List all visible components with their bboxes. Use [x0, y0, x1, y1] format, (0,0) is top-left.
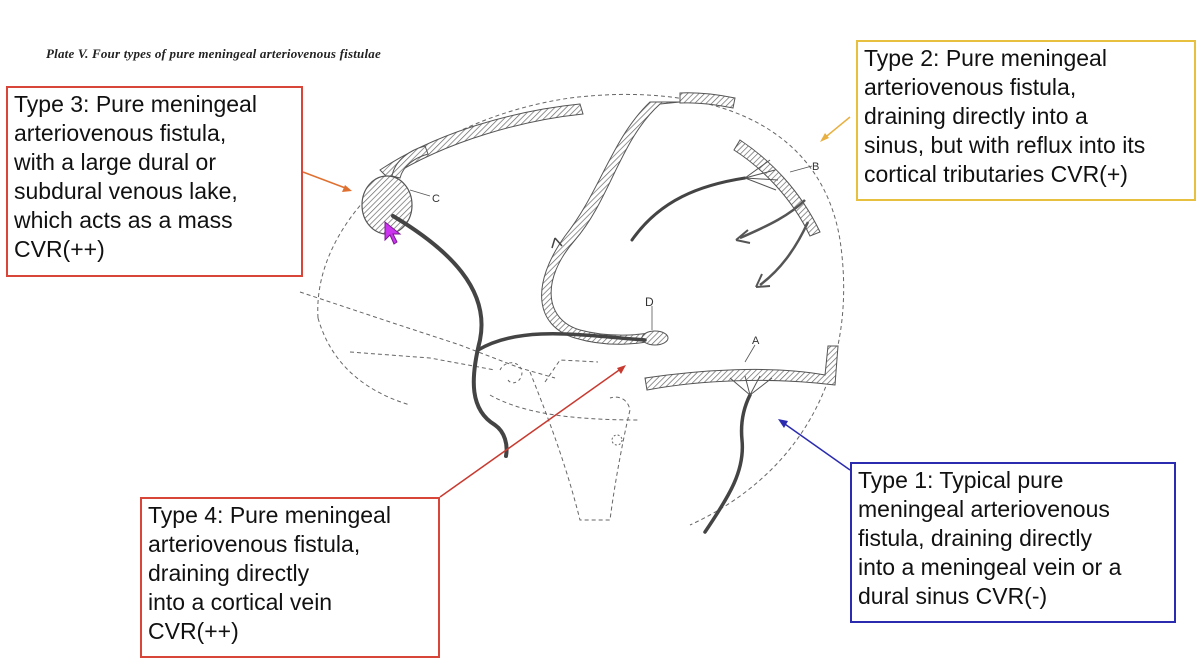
- type3-text-line: subdural venous lake,: [14, 178, 238, 204]
- type3-text-line: CVR(++): [14, 236, 105, 262]
- type4-text-line: Type 4: Pure meningeal: [148, 502, 391, 528]
- type1-text-line: into a meningeal vein or a: [858, 554, 1122, 580]
- type2-text-line: Type 2: Pure meningeal: [864, 45, 1107, 71]
- base-line: [349, 351, 496, 371]
- reflux-arrow-1: [739, 199, 806, 240]
- label-c: C: [432, 193, 440, 205]
- type1-description-box: Type 1: Typical pure meningeal arterioven…: [850, 462, 1176, 623]
- small-circle: [611, 434, 623, 446]
- artery-type2: [630, 176, 747, 242]
- label-b: B: [812, 161, 819, 173]
- superior-sinus: [379, 103, 584, 179]
- type4-text-line: CVR(++): [148, 618, 239, 644]
- skull-outline: [317, 93, 845, 526]
- reflux-arrow-2: [759, 221, 810, 286]
- type1-text-line: dural sinus CVR(-): [858, 583, 1048, 609]
- artery-type3: [391, 214, 509, 458]
- sinus-band-b: [733, 139, 821, 237]
- type1-text-line: Type 1: Typical pure: [858, 467, 1064, 493]
- artery-type1: [703, 393, 752, 534]
- type2-text-line: sinus, but with reflux into its: [864, 132, 1146, 158]
- lake-connector: [391, 145, 429, 179]
- type3-text-line: with a large dural or: [14, 149, 216, 175]
- hook-outline: [499, 362, 523, 384]
- leader-c: [409, 189, 431, 197]
- callout-arrow-type3: [302, 171, 352, 192]
- type3-description-box: Type 3: Pure meningeal arteriovenous fist…: [6, 86, 303, 277]
- type3-text-line: which acts as a mass: [14, 207, 233, 233]
- callout-arrow-type2: [820, 116, 851, 142]
- type3-text-line: arteriovenous fistula,: [14, 120, 227, 146]
- reflux-arrow-2-head: [755, 273, 771, 288]
- vein-arrow: [551, 237, 563, 249]
- skull-base-outline: [317, 317, 411, 406]
- feeders-b: [744, 159, 779, 191]
- feeders-a: [729, 375, 773, 396]
- leader-a: [744, 344, 756, 363]
- fistula-d: [641, 330, 669, 346]
- type4-text-line: into a cortical vein: [148, 589, 333, 615]
- plate-title: Plate V. Four types of pure meningeal ar…: [46, 46, 381, 61]
- type4-text-line: draining directly: [148, 560, 310, 586]
- mouse-cursor-icon: [384, 220, 402, 245]
- leader-b: [789, 165, 813, 173]
- cortical-vein-hatched: [541, 101, 681, 345]
- type2-text-line: cortical tributaries CVR(+): [864, 161, 1128, 187]
- artery-type4: [476, 332, 647, 352]
- tentorium-line: [299, 291, 599, 383]
- type2-description-box: Type 2: Pure meningeal arteriovenous fist…: [856, 40, 1196, 201]
- reflux-arrow-1-head: [735, 229, 751, 244]
- type1-text-line: fistula, draining directly: [858, 525, 1092, 551]
- type2-text-line: arteriovenous fistula,: [864, 74, 1077, 100]
- type1-text-line: meningeal arteriovenous: [858, 496, 1110, 522]
- transverse-sinus-a: [644, 345, 839, 391]
- label-a: A: [752, 335, 760, 347]
- type3-text-line: Type 3: Pure meningeal: [14, 91, 257, 117]
- type2-text-line: draining directly into a: [864, 103, 1088, 129]
- lower-dashed: [489, 394, 641, 421]
- label-d: D: [645, 295, 654, 309]
- callout-arrow-type4: [439, 365, 626, 498]
- superior-sinus-right: [679, 92, 736, 109]
- type4-description-box: Type 4: Pure meningeal arteriovenous fist…: [140, 497, 440, 658]
- brainstem-outline: [529, 371, 631, 521]
- callout-arrow-type1: [778, 419, 851, 471]
- type4-text-line: arteriovenous fistula,: [148, 531, 361, 557]
